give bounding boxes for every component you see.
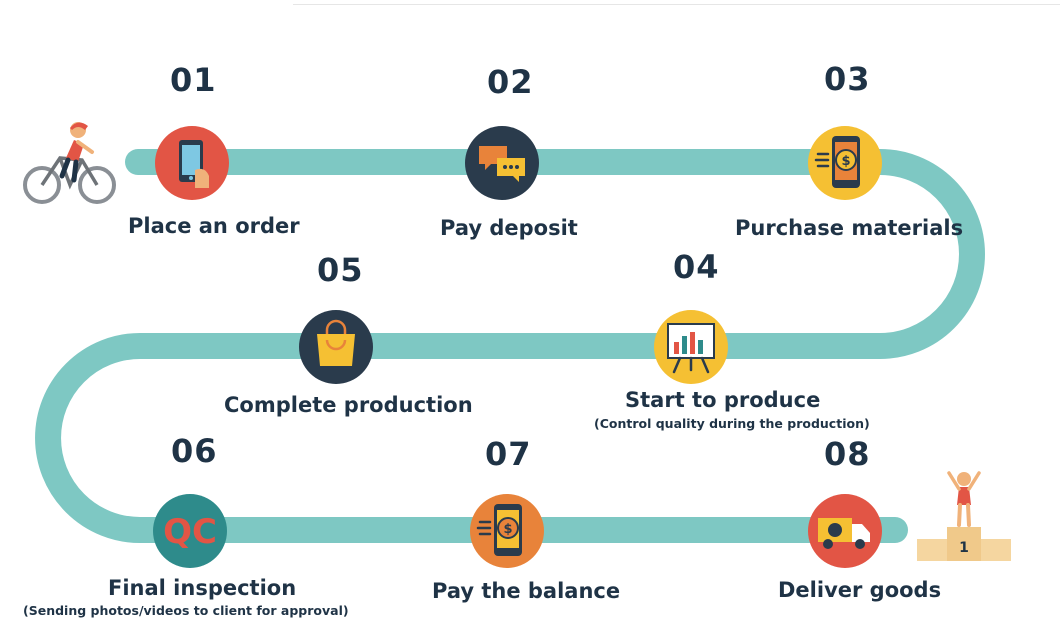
- step-number-08: 08: [824, 435, 871, 473]
- podium-winner-icon: 1: [917, 471, 1011, 561]
- step-label-02: Pay deposit: [440, 216, 578, 240]
- step-label-07: Pay the balance: [432, 579, 621, 603]
- step-sublabel-06: (Sending photos/videos to client for app…: [23, 603, 349, 618]
- step-label-06: Final inspection: [108, 576, 297, 600]
- step-label-05: Complete production: [224, 393, 473, 417]
- delivery-truck-icon: [808, 494, 882, 568]
- step-label-08: Deliver goods: [778, 578, 942, 602]
- qc-inspection-icon: QC: [153, 494, 227, 568]
- balance-payment-icon: $: [470, 494, 544, 568]
- road-path: [35, 149, 985, 543]
- step-label-01: Place an order: [128, 214, 300, 238]
- step-sublabel-04: (Control quality during the production): [594, 416, 870, 431]
- qc-text: QC: [163, 512, 217, 552]
- top-border: [293, 0, 1060, 5]
- mobile-order-icon: [155, 126, 229, 200]
- step-label-03: Purchase materials: [735, 216, 964, 240]
- step-number-04: 04: [673, 248, 720, 286]
- svg-text:$: $: [841, 154, 850, 169]
- shopping-bag-icon: [299, 310, 373, 384]
- step-number-06: 06: [171, 432, 218, 470]
- phone-payment-icon: $: [808, 126, 882, 200]
- step-number-03: 03: [824, 60, 871, 98]
- step-number-02: 02: [487, 63, 534, 101]
- step-number-07: 07: [485, 435, 532, 473]
- podium-rank: 1: [959, 540, 969, 556]
- step-number-01: 01: [170, 61, 217, 99]
- step-number-05: 05: [317, 251, 364, 289]
- cyclist-icon: [23, 122, 116, 204]
- step-label-04: Start to produce: [625, 388, 821, 412]
- chat-deposit-icon: [465, 126, 539, 200]
- presentation-chart-icon: [654, 310, 728, 384]
- svg-text:$: $: [503, 522, 512, 537]
